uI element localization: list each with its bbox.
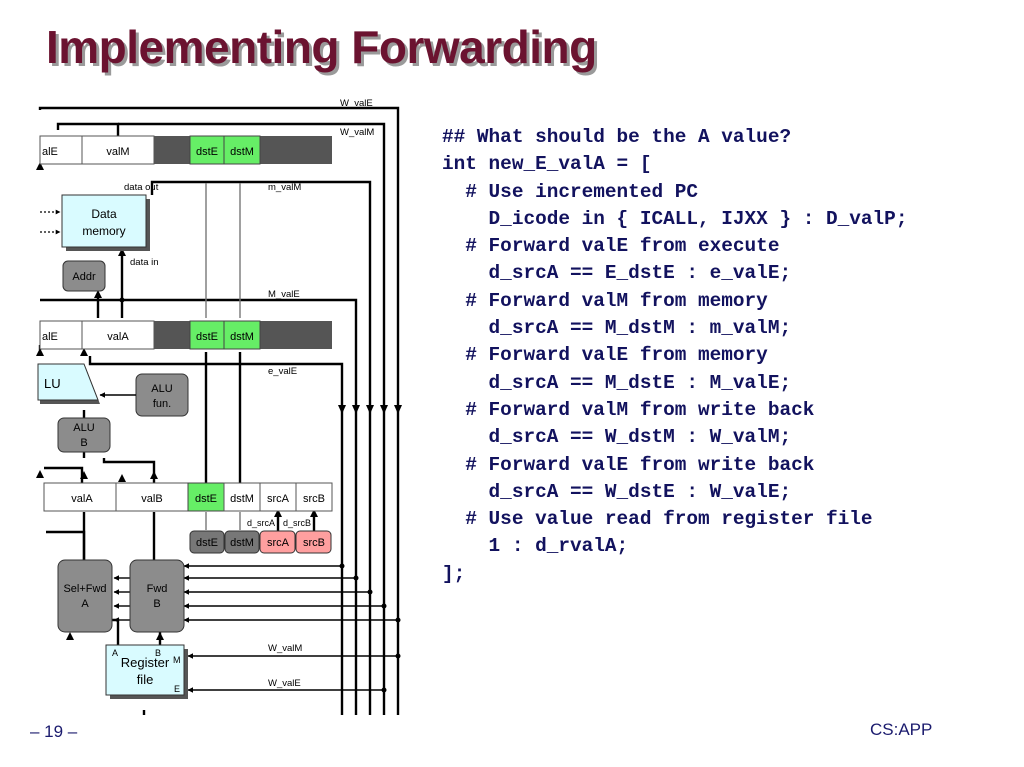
- alu-b-label-2: B: [80, 437, 87, 449]
- register-file-port-m: M: [173, 655, 181, 665]
- fwd-b-label-1: Fwd: [147, 583, 168, 595]
- sel-fwd-a-label-2: A: [81, 598, 89, 610]
- signal-d-srca: d_srcA: [247, 518, 275, 528]
- code-line: # Forward valE from write back: [442, 453, 815, 476]
- e-register-valb: valB: [141, 493, 162, 505]
- data-memory-label-2: memory: [82, 224, 125, 238]
- alu-label: LU: [44, 376, 61, 391]
- signal-m-valm: m_valM: [268, 182, 301, 193]
- code-line: D_icode in { ICALL, IJXX } : D_valP;: [442, 207, 908, 230]
- signal-w-valm-bottom: W_valM: [268, 643, 302, 654]
- register-file: Register file A B M E: [105, 644, 188, 699]
- signal-e-vale: e_valE: [268, 366, 297, 377]
- register-file-label-1: Register: [121, 655, 170, 670]
- sel-fwd-a-label-1: Sel+Fwd: [63, 583, 106, 595]
- signal-w-vale-top: W_valE: [340, 98, 373, 109]
- e-register-srca: srcA: [267, 493, 290, 505]
- alu: LU: [37, 363, 100, 404]
- course-label: CS:APP: [870, 720, 933, 739]
- signal-d-srcb: d_srcB: [283, 518, 311, 528]
- code-line: d_srcA == W_dstM : W_valM;: [442, 426, 792, 449]
- w-register-dstm: dstM: [230, 146, 254, 158]
- addr-label: Addr: [72, 271, 96, 283]
- signal-data-out: data out: [124, 182, 159, 193]
- decode-dstm: dstM: [230, 537, 254, 549]
- page-number: – 19 –: [30, 722, 78, 741]
- code-line: d_srcA == E_dstE : e_valE;: [442, 262, 792, 285]
- alu-b-block: ALU B: [57, 417, 111, 453]
- m-register-dste: dstE: [196, 331, 218, 343]
- code-line: # Forward valE from memory: [442, 344, 768, 367]
- alu-fun-label-2: fun.: [153, 398, 171, 410]
- w-register: alE valM dstE dstM: [39, 135, 332, 165]
- sel-fwd-a-block: Sel+Fwd A: [57, 559, 113, 633]
- register-file-label-2: file: [137, 672, 154, 687]
- w-register-valm: valM: [106, 146, 129, 158]
- register-file-port-a: A: [112, 648, 118, 658]
- m-register: alE valA dstE dstM: [39, 320, 332, 350]
- e-register: valA valB dstE dstM srcA srcB: [43, 482, 333, 512]
- alu-fun-label-1: ALU: [151, 383, 172, 395]
- slide-title: Implementing Forwarding: [46, 21, 597, 73]
- addr-block: Addr: [62, 260, 106, 292]
- fwd-b-label-2: B: [153, 598, 160, 610]
- code-line: d_srcA == M_dstE : M_valE;: [442, 371, 792, 394]
- code-line: # Use incremented PC: [442, 180, 698, 203]
- signal-m-vale: M_valE: [268, 289, 300, 300]
- register-file-port-e: E: [174, 684, 180, 694]
- alu-b-label-1: ALU: [73, 422, 94, 434]
- register-file-port-b: B: [155, 648, 161, 658]
- w-register-vale: alE: [42, 146, 58, 158]
- code-line: d_srcA == M_dstM : m_valM;: [442, 317, 792, 340]
- w-register-dste: dstE: [196, 146, 218, 158]
- code-line: ## What should be the A value?: [442, 126, 792, 148]
- e-register-dste: dstE: [195, 493, 217, 505]
- decode-ids: dstE dstM srcA srcB: [189, 530, 332, 554]
- signal-data-in: data in: [130, 257, 159, 268]
- code-line: 1 : d_rvalA;: [442, 535, 629, 558]
- code-line: # Use value read from register file: [442, 508, 873, 531]
- code-line: int new_E_valA = [: [442, 153, 652, 176]
- code-line: ];: [442, 562, 466, 585]
- alu-fun-block: ALU fun.: [135, 373, 189, 417]
- signal-w-vale-bottom: W_valE: [268, 678, 301, 689]
- code-block: ## What should be the A value? int new_E_…: [442, 124, 907, 588]
- code-line: # Forward valM from write back: [442, 398, 815, 421]
- e-register-srcb: srcB: [303, 493, 325, 505]
- decode-srca: srcA: [267, 537, 290, 549]
- m-register-vale: alE: [42, 331, 58, 343]
- decode-dste: dstE: [196, 537, 218, 549]
- signal-w-valm-top: W_valM: [340, 127, 374, 138]
- decode-srcb: srcB: [303, 537, 325, 549]
- data-memory-label-1: Data: [91, 207, 117, 221]
- code-line: # Forward valM from memory: [442, 289, 768, 312]
- m-register-dstm: dstM: [230, 331, 254, 343]
- e-register-vala: valA: [71, 493, 93, 505]
- fwd-b-block: Fwd B: [129, 559, 185, 633]
- data-memory: Data memory: [61, 194, 150, 251]
- code-line: # Forward valE from execute: [442, 235, 780, 258]
- code-line: d_srcA == W_dstE : W_valE;: [442, 480, 792, 503]
- m-register-vala: valA: [107, 331, 129, 343]
- e-register-dstm: dstM: [230, 493, 254, 505]
